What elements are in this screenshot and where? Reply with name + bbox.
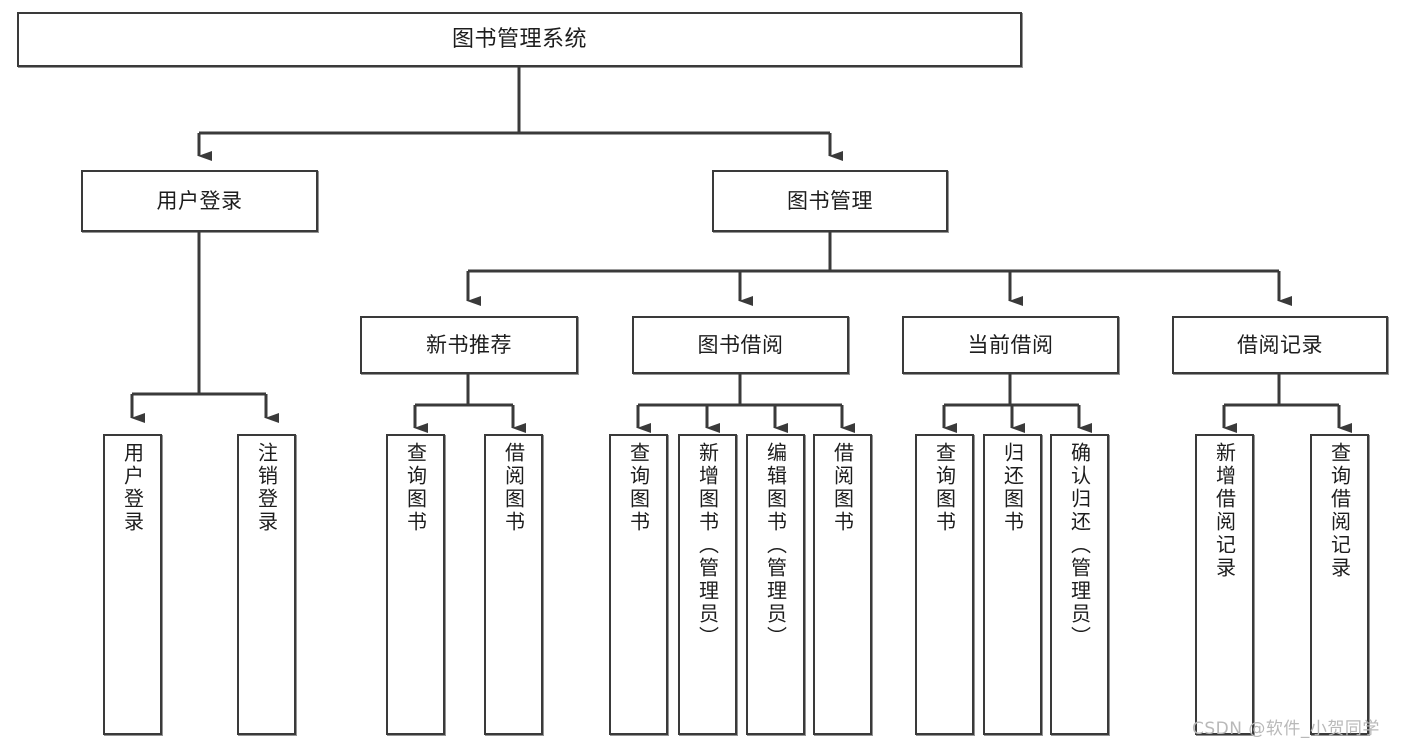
node-label: 新增借阅记录 (1212, 442, 1237, 580)
leaf-current-confirm-return-admin[interactable]: 确认归还（管理员） (1050, 434, 1109, 735)
node-label: 新增图书（管理员） (695, 442, 720, 649)
node-label: 借阅图书 (830, 442, 855, 534)
leaf-borrow-borrow-book[interactable]: 借阅图书 (813, 434, 872, 735)
node-label: 查询图书 (932, 442, 957, 534)
leaf-current-return-book[interactable]: 归还图书 (983, 434, 1042, 735)
leaf-records-query-record[interactable]: 查询借阅记录 (1310, 434, 1369, 735)
node-new-book-recommend[interactable]: 新书推荐 (360, 316, 578, 374)
node-label: 确认归还（管理员） (1067, 442, 1092, 649)
leaf-recommend-borrow-book[interactable]: 借阅图书 (484, 434, 543, 735)
node-label: 查询图书 (403, 442, 428, 534)
leaf-user-login-login[interactable]: 用户登录 (103, 434, 162, 735)
leaf-borrow-add-book-admin[interactable]: 新增图书（管理员） (678, 434, 737, 735)
node-label: 借阅图书 (501, 442, 526, 534)
leaf-borrow-edit-book-admin[interactable]: 编辑图书（管理员） (746, 434, 805, 735)
node-label: 归还图书 (1000, 442, 1025, 534)
node-current-borrow[interactable]: 当前借阅 (902, 316, 1119, 374)
leaf-borrow-query-book[interactable]: 查询图书 (609, 434, 668, 735)
node-label: 注销登录 (254, 442, 279, 534)
node-label: 图书管理 (787, 188, 873, 213)
node-label: 图书管理系统 (451, 26, 587, 52)
node-book-borrow[interactable]: 图书借阅 (632, 316, 849, 374)
node-label: 用户登录 (156, 188, 243, 213)
node-label: 查询借阅记录 (1327, 442, 1352, 580)
node-book-management[interactable]: 图书管理 (712, 170, 948, 232)
node-label: 用户登录 (120, 442, 145, 534)
node-label: 编辑图书（管理员） (763, 442, 788, 649)
node-borrow-records[interactable]: 借阅记录 (1172, 316, 1388, 374)
node-label: 借阅记录 (1237, 332, 1323, 357)
node-user-login[interactable]: 用户登录 (81, 170, 318, 232)
node-label: 当前借阅 (967, 332, 1054, 357)
node-label: 查询图书 (626, 442, 651, 534)
leaf-user-login-logout[interactable]: 注销登录 (237, 434, 296, 735)
node-label: 图书借阅 (697, 332, 784, 357)
leaf-current-query-book[interactable]: 查询图书 (915, 434, 974, 735)
node-root-system[interactable]: 图书管理系统 (17, 12, 1022, 67)
leaf-records-add-record[interactable]: 新增借阅记录 (1195, 434, 1254, 735)
leaf-recommend-query-book[interactable]: 查询图书 (386, 434, 445, 735)
node-label: 新书推荐 (426, 332, 512, 357)
csdn-watermark: CSDN @软件_小贺同学 (1192, 719, 1380, 739)
